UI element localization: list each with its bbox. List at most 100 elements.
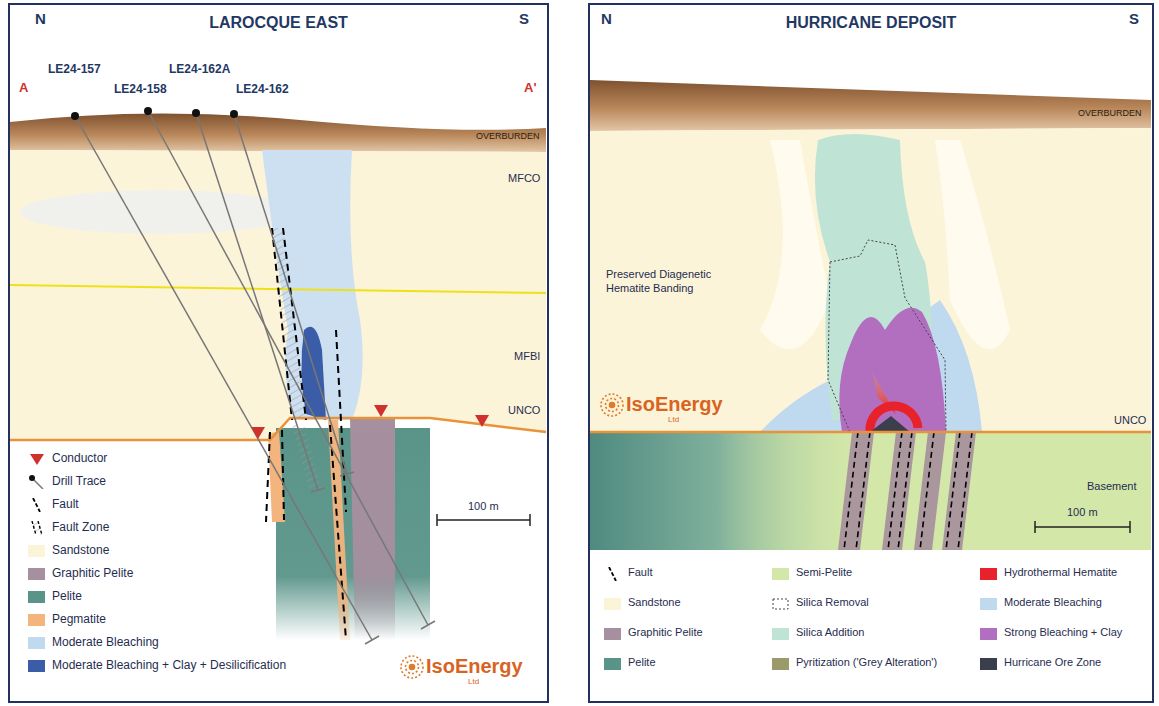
section-label: A' [524, 80, 536, 95]
legend-text: Sandstone [52, 543, 109, 557]
section-shape [856, 432, 870, 550]
section-shape [401, 656, 423, 678]
moderate-bleaching [760, 300, 982, 432]
section-label: OVERBURDEN [476, 131, 540, 141]
section-shape [882, 432, 916, 550]
legend-swatch [980, 597, 998, 611]
conductor-symbol [28, 452, 46, 466]
section-label: OVERBURDEN [1078, 108, 1142, 118]
logo-icon [401, 656, 423, 678]
drill-collars [71, 107, 238, 120]
section-label: UNCO [508, 404, 540, 416]
graphitic-strips [838, 432, 976, 550]
section-label: LE24-158 [114, 82, 167, 96]
swatch-fill [772, 568, 789, 580]
legend-text: Pyritization ('Grey Alteration') [796, 656, 937, 668]
legend-item: Moderate Bleaching + Clay + Desilicifica… [28, 658, 286, 672]
scale-bar [437, 514, 530, 526]
fault-symbol [28, 498, 46, 512]
section-label: N [35, 10, 46, 27]
legend-text: Sandstone [628, 596, 681, 608]
swatch-fill [980, 568, 997, 580]
section-label: S [519, 10, 529, 27]
section-shape [282, 430, 284, 520]
larocque-section [10, 107, 546, 678]
legend-item: Fault [28, 497, 79, 511]
section-shape [230, 110, 238, 118]
fault-symbol [604, 567, 622, 581]
pegmatite [328, 420, 350, 640]
legend-item: Pelite [604, 656, 656, 668]
legend-item: Pelite [28, 589, 82, 603]
ore-zone [870, 416, 910, 432]
panel-title: LAROCQUE EAST [10, 14, 547, 32]
semi-pelite [590, 432, 1151, 550]
legend-item: Pyritization ('Grey Alteration') [772, 656, 937, 668]
section-shape [958, 432, 972, 550]
legend-text: Drill Trace [52, 474, 106, 488]
dotted-outline [773, 599, 788, 609]
swatch-fill [28, 591, 45, 603]
legend-item: Hurricane Ore Zone [980, 656, 1101, 668]
swatch-fill [772, 628, 789, 640]
legend-item: Semi-Pelite [772, 566, 852, 578]
section-shape [234, 114, 347, 474]
legend-text: Moderate Bleaching [52, 635, 159, 649]
unconformity [590, 431, 1151, 434]
drill-traces [75, 111, 435, 644]
fault-zone [292, 425, 322, 492]
fault-zone-fill [32, 521, 42, 535]
swatch-fill [28, 637, 45, 649]
legend-text: Conductor [52, 451, 107, 465]
legend-item: Drill Trace [28, 474, 106, 488]
section-label: Ltd [668, 415, 679, 424]
legend-item: Sandstone [604, 596, 681, 608]
conductors [251, 405, 489, 439]
scale-bar [1035, 521, 1130, 533]
section-shape [330, 425, 346, 640]
legend-text: Silica Addition [796, 626, 865, 638]
legend-item: Moderate Bleaching [980, 596, 1102, 608]
section-shape [437, 519, 530, 521]
legend-item: Conductor [28, 451, 107, 465]
swatch-fill [980, 598, 997, 610]
swatch-fill [28, 568, 45, 580]
drill-trace-symbol [28, 475, 46, 489]
section-shape [1129, 521, 1131, 533]
legend-item: Hydrothermal Hematite [980, 566, 1117, 578]
legend-item: Graphitic Pelite [28, 566, 133, 580]
section-label: Preserved Diagenetic Hematite Banding [606, 268, 741, 296]
basement-faults [844, 432, 972, 550]
overburden-band [590, 80, 1151, 131]
section-shape [898, 432, 912, 550]
section-label: Basement [1087, 480, 1137, 492]
section-shape [406, 661, 419, 674]
section-shape [148, 111, 428, 625]
section-shape [606, 399, 619, 412]
section-shape [374, 405, 388, 417]
fault-line [38, 521, 42, 535]
section-shape [601, 394, 623, 416]
fault-line [33, 498, 40, 512]
section-shape [71, 112, 79, 120]
overburden-band [10, 113, 546, 152]
section-label: MFBI [514, 350, 540, 362]
section-shape [336, 330, 346, 512]
section-shape [266, 432, 270, 522]
legend-swatch [28, 636, 46, 650]
legend-text: Graphitic Pelite [52, 566, 133, 580]
legend-text: Strong Bleaching + Clay [1004, 626, 1122, 638]
section-label: IsoEnergy [426, 655, 523, 678]
section-shape [144, 107, 152, 115]
legend-swatch [604, 657, 622, 671]
drill-collar [29, 475, 35, 481]
section-shape [75, 116, 372, 640]
section-shape [251, 427, 265, 439]
legend-swatch [980, 627, 998, 641]
section-label: UNCO [1114, 414, 1146, 426]
legend-item: Sandstone [28, 543, 109, 557]
section-label: A [19, 80, 28, 95]
legend-swatch [28, 659, 46, 673]
section-shape [529, 514, 531, 526]
pelite [590, 432, 870, 550]
